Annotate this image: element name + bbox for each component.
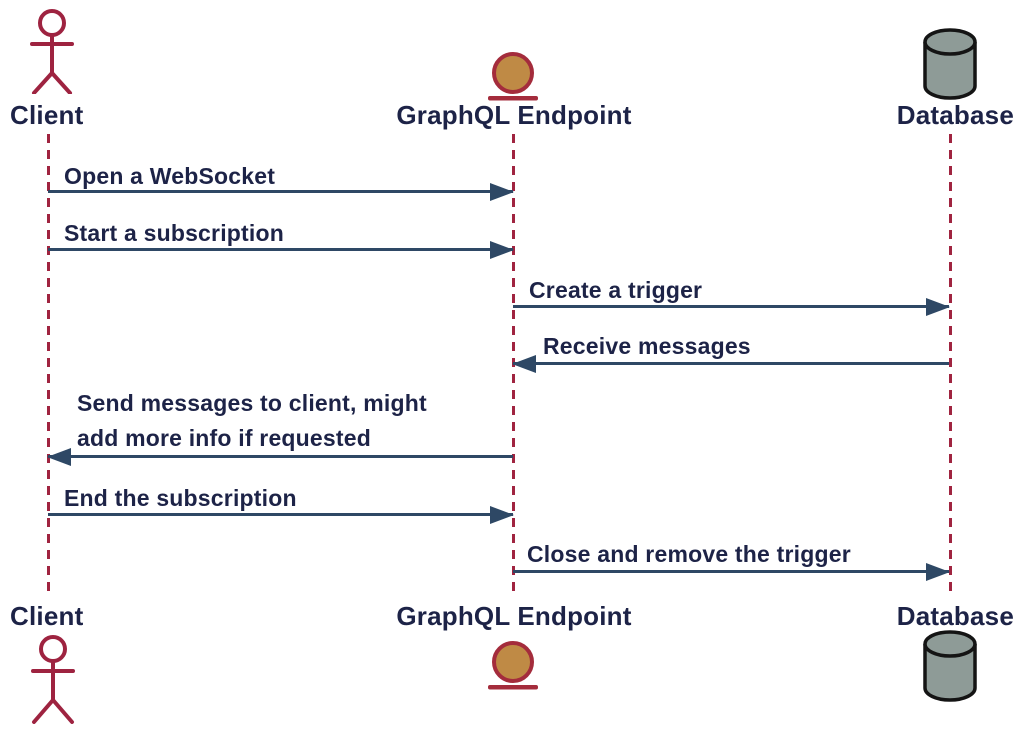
message-arrow-right bbox=[513, 562, 950, 581]
message-label: End the subscription bbox=[64, 485, 297, 511]
message-arrow-right bbox=[48, 182, 514, 201]
message-label: Receive messages bbox=[543, 333, 751, 359]
actor-label-client-top: Client bbox=[10, 100, 84, 130]
lifeline-database bbox=[949, 134, 952, 598]
arrowhead-left-icon bbox=[512, 354, 536, 373]
message-label: Open a WebSocket bbox=[64, 163, 276, 189]
lifeline-client bbox=[47, 134, 50, 598]
message-label-line: Send messages to client, might bbox=[77, 390, 427, 416]
arrowhead-right-icon bbox=[490, 505, 514, 524]
arrowhead-right-icon bbox=[926, 297, 950, 316]
actor-label-graphql-bottom: GraphQL Endpoint bbox=[396, 601, 632, 631]
entity-circle-icon bbox=[488, 641, 538, 690]
message-arrow-left bbox=[47, 447, 513, 466]
database-cylinder-icon bbox=[923, 28, 977, 100]
message-label: Send messages to client, might add more … bbox=[77, 386, 427, 456]
arrowhead-right-icon bbox=[926, 562, 950, 581]
message-arrow-right bbox=[513, 297, 950, 316]
actor-label-graphql-top: GraphQL Endpoint bbox=[396, 100, 632, 130]
message-label: Create a trigger bbox=[529, 277, 703, 303]
message-label: Close and remove the trigger bbox=[527, 541, 851, 567]
person-icon bbox=[30, 9, 74, 94]
arrowhead-right-icon bbox=[490, 182, 514, 201]
message-label-line: add more info if requested bbox=[77, 425, 372, 451]
actor-label-database-bottom: Database bbox=[896, 601, 1014, 631]
actor-label-database-top: Database bbox=[896, 100, 1014, 130]
person-icon bbox=[31, 635, 75, 724]
entity-circle-icon bbox=[488, 52, 538, 101]
database-cylinder-icon bbox=[923, 630, 977, 702]
message-arrow-right bbox=[48, 240, 514, 259]
message-arrow-right bbox=[48, 505, 514, 524]
arrowhead-left-icon bbox=[47, 447, 71, 466]
arrowhead-right-icon bbox=[490, 240, 514, 259]
message-arrow-left bbox=[512, 354, 949, 373]
message-label: Start a subscription bbox=[64, 220, 284, 246]
actor-label-client-bottom: Client bbox=[10, 601, 84, 631]
